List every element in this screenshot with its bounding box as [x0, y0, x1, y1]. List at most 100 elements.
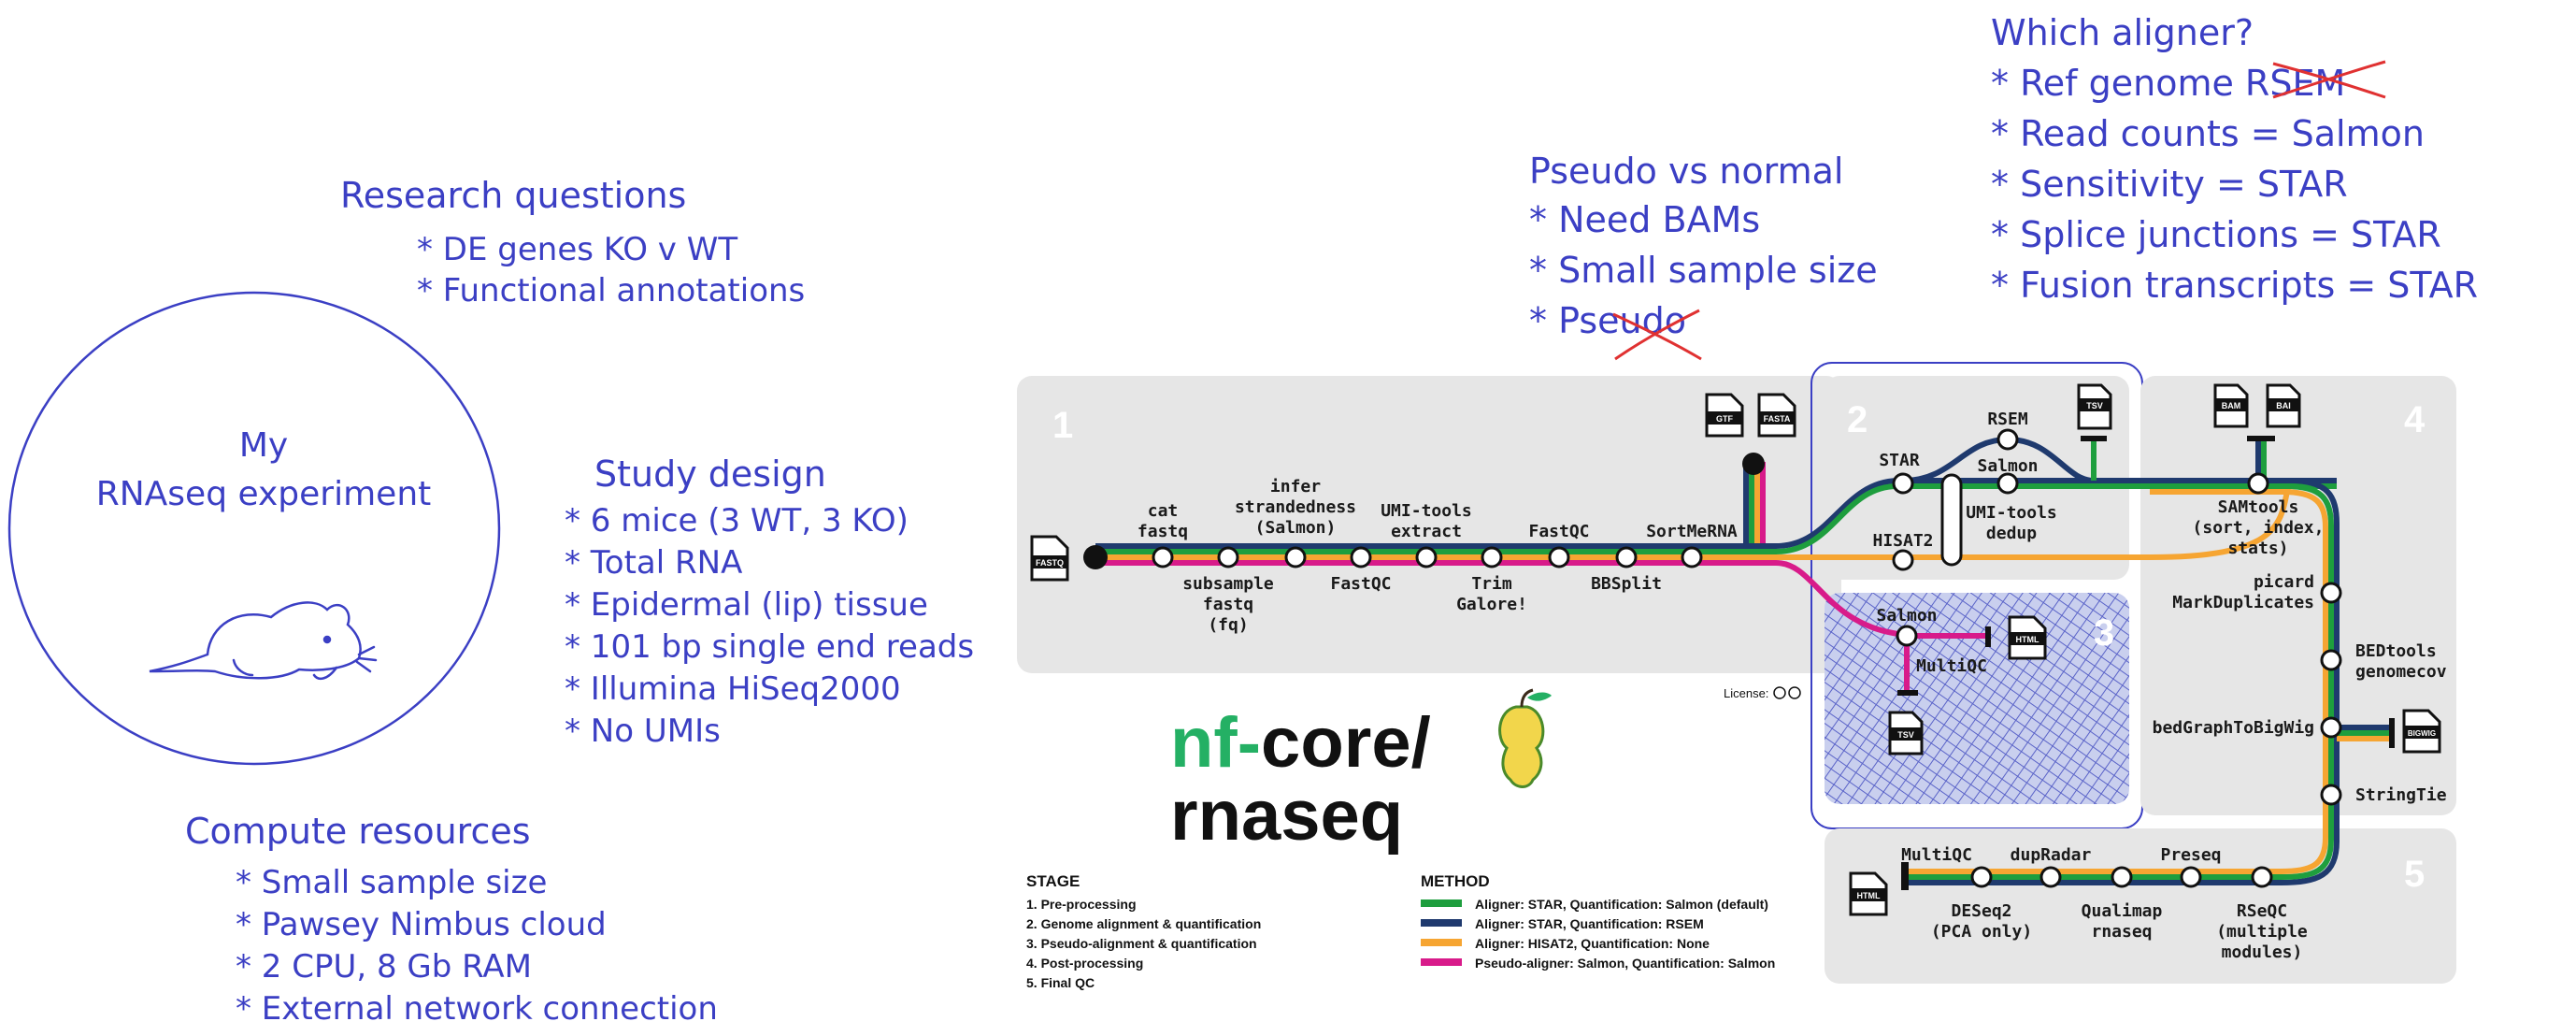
label-stringtie: StringTie	[2355, 785, 2447, 805]
study-item-5: * Illumina HiSeq2000	[565, 670, 901, 708]
research-heading: Research questions	[340, 175, 686, 216]
svg-text:HTML: HTML	[1857, 891, 1881, 900]
fasta-file-icon: FASTA	[1757, 393, 1796, 438]
svg-text:BAM: BAM	[2222, 401, 2241, 410]
stage-legend-heading: STAGE	[1026, 872, 1080, 890]
svg-text:BIGWIG: BIGWIG	[2408, 729, 2436, 738]
stage-legend-item-1: 1. Pre-processing	[1026, 897, 1137, 912]
study-heading: Study design	[594, 453, 826, 495]
pseudo-item-2: * Small sample size	[1529, 250, 1878, 291]
stage-legend-item-5: 5. Final QC	[1026, 975, 1095, 990]
method-swatch-4	[1421, 958, 1462, 966]
stage-legend-item-2: 2. Genome alignment & quantification	[1026, 916, 1261, 931]
svg-text:TSV: TSV	[2086, 401, 2103, 410]
label-deseq2: DESeq2(PCA only)	[1931, 901, 2032, 942]
label-multiqc-3: MultiQC	[1916, 656, 1987, 676]
stage-number-3: 3	[2094, 612, 2114, 654]
aligner-item-4: * Splice junctions = STAR	[1991, 214, 2441, 255]
pseudo-item-1: * Need BAMs	[1529, 199, 1760, 240]
label-sortmerna: SortMeRNA	[1646, 522, 1738, 541]
label-multiqc-5: MultiQC	[1901, 845, 1972, 865]
logo-nf: nf-core/	[1170, 703, 1431, 783]
method-swatch-2	[1421, 919, 1462, 927]
research-item-2: * Functional annotations	[417, 272, 805, 309]
bigwig-file-icon: BIGWIG	[2402, 709, 2441, 754]
bam-file-icon: BAM	[2213, 383, 2249, 428]
label-samtools: SAMtools(sort, index,stats)	[2193, 497, 2325, 558]
subway-diagram: 1 2 3 4 5	[1017, 362, 2456, 990]
study-item-1: * 6 mice (3 WT, 3 KO)	[565, 502, 909, 540]
compute-item-3: * 2 CPU, 8 Gb RAM	[236, 948, 532, 986]
label-hisat2: HISAT2	[1872, 531, 1933, 551]
study-item-3: * Epidermal (lip) tissue	[565, 586, 928, 624]
tsv-file-icon-stage3: TSV	[1888, 711, 1924, 755]
label-salmon-3: Salmon	[1876, 606, 1937, 626]
compute-item-2: * Pawsey Nimbus cloud	[236, 906, 607, 943]
study-item-6: * No UMIs	[565, 712, 721, 750]
rsem-crossout	[2272, 60, 2386, 99]
tsv-file-icon: TSV	[2077, 383, 2112, 430]
experiment-title-line2: RNAseq experiment	[96, 475, 432, 513]
sketch-layer: My RNAseq experiment Research questions …	[7, 12, 2478, 1028]
experiment-title-line1: My	[239, 426, 288, 465]
html-file-icon-stage3: HTML	[2008, 615, 2047, 660]
license-cc-icon	[1773, 686, 1786, 699]
svg-text:FASTQ: FASTQ	[1036, 558, 1064, 568]
label-star: STAR	[1879, 451, 1920, 470]
method-legend-heading: METHOD	[1421, 872, 1490, 890]
label-fastqc-1: FastQC	[1330, 574, 1391, 594]
experiment-circle	[7, 291, 501, 766]
svg-text:GTF: GTF	[1716, 414, 1733, 424]
study-item-2: * Total RNA	[565, 544, 742, 582]
aligner-item-3: * Sensitivity = STAR	[1991, 164, 2348, 205]
svg-text:HTML: HTML	[2016, 635, 2039, 644]
mouse-doodle-icon	[149, 601, 378, 681]
apple-core-logo-icon	[1498, 688, 1552, 788]
fastq-file-icon: FASTQ	[1030, 535, 1069, 582]
compute-item-1: * Small sample size	[236, 864, 547, 901]
label-preseq: Preseq	[2160, 845, 2221, 865]
pseudo-heading: Pseudo vs normal	[1529, 151, 1843, 192]
label-dupradar: dupRadar	[2011, 845, 2092, 865]
stage-number-1: 1	[1052, 405, 1073, 446]
method-legend-item-4: Pseudo-aligner: Salmon, Quantification: …	[1475, 956, 1775, 971]
bai-file-icon: BAI	[2266, 383, 2301, 428]
compute-heading: Compute resources	[185, 811, 531, 852]
aligner-item-5: * Fusion transcripts = STAR	[1991, 265, 2478, 306]
svg-text:TSV: TSV	[1897, 730, 1914, 740]
stage-number-2: 2	[1847, 399, 1868, 440]
research-item-1: * DE genes KO v WT	[417, 231, 737, 268]
license-label: License:	[1724, 686, 1768, 700]
label-rsem: RSEM	[1987, 410, 2028, 429]
pseudo-crossout	[1612, 309, 1702, 361]
method-legend-item-2: Aligner: STAR, Quantification: RSEM	[1475, 916, 1704, 931]
label-fastqc-2: FastQC	[1528, 522, 1589, 541]
stage-legend-item-4: 4. Post-processing	[1026, 956, 1143, 971]
label-bedgraph: bedGraphToBigWig	[2153, 718, 2314, 738]
svg-text:FASTA: FASTA	[1764, 414, 1791, 424]
method-swatch-3	[1421, 939, 1462, 946]
method-swatch-1	[1421, 899, 1462, 907]
stage-number-5: 5	[2404, 854, 2425, 895]
stage-legend-item-3: 3. Pseudo-alignment & quantification	[1026, 936, 1257, 951]
method-legend-item-3: Aligner: HISAT2, Quantification: None	[1475, 936, 1710, 951]
compute-item-4: * External network connection	[236, 990, 718, 1028]
aligner-item-1: * Ref genome RSEM	[1991, 63, 2345, 104]
gtf-file-icon: GTF	[1705, 393, 1744, 438]
aligner-heading: Which aligner?	[1991, 12, 2254, 53]
study-item-4: * 101 bp single end reads	[565, 628, 974, 666]
svg-text:BAI: BAI	[2276, 401, 2291, 410]
logo-rnaseq: rnaseq	[1170, 776, 1403, 856]
license-by-icon	[1788, 686, 1801, 699]
